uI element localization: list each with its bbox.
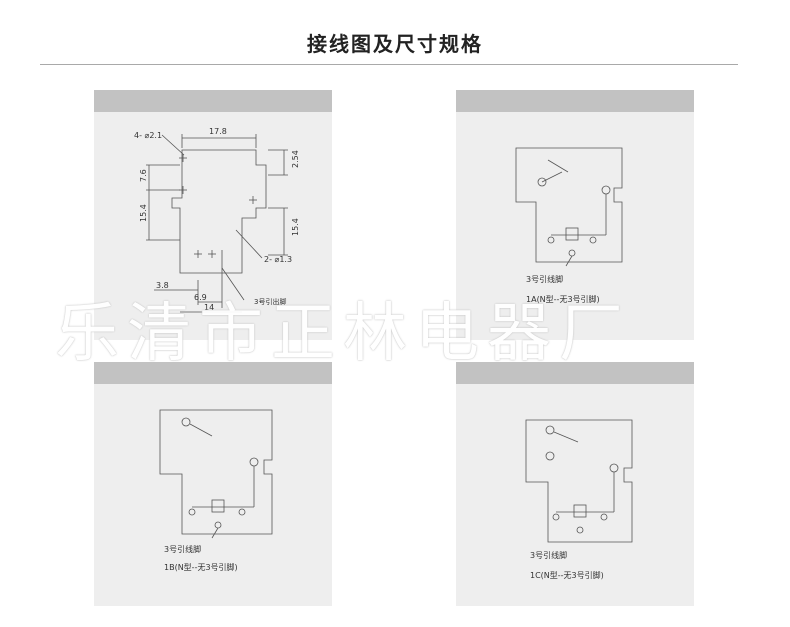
dim-pin3-label: 3号引出脚: [254, 297, 286, 306]
dimension-drawing: 4- ⌀2.1 17.8 7.6 15.4 2.54 15.4 2- ⌀1.3 …: [134, 127, 300, 313]
dim-15-4-right-label: 15.4: [291, 218, 300, 236]
dim-6-9-label: 6.9: [194, 293, 207, 302]
dim-7-6-label: 7.6: [139, 169, 148, 182]
title-divider: [40, 64, 738, 65]
dim-width-label: 17.8: [209, 127, 227, 136]
page-title: 接线图及尺寸规格: [307, 32, 483, 56]
dimension-panel: 4- ⌀2.1 17.8 7.6 15.4 2.54 15.4 2- ⌀1.3 …: [94, 90, 332, 340]
wiring-diagram-1b: 3号引线脚 1B(N型--无3号引脚): [159, 409, 273, 572]
wiring-diagram-1c: 3号引线脚 1C(N型--无3号引脚): [525, 419, 633, 580]
caption: 1B(N型--无3号引脚): [164, 562, 238, 572]
wiring-panel-1b: 3号引线脚 1B(N型--无3号引脚): [94, 362, 332, 606]
pin3-label: 3号引线脚: [164, 544, 201, 554]
dim-3-8-label: 3.8: [156, 281, 169, 290]
dim-pin-label: 2- ⌀1.3: [264, 255, 292, 264]
wiring-panel-1a: 3号引线脚 1A(N型--无3号引脚): [456, 90, 694, 340]
panel-header-bar: [94, 362, 332, 384]
caption: 1C(N型--无3号引脚): [530, 570, 604, 580]
dim-2-54-label: 2.54: [291, 150, 300, 168]
panel-header-bar: [94, 90, 332, 112]
pin3-label: 3号引线脚: [530, 550, 567, 560]
pin3-label: 3号引线脚: [526, 274, 563, 284]
caption: 1A(N型--无3号引脚): [526, 294, 600, 304]
dim-15-4-left-label: 15.4: [139, 204, 148, 222]
panel-header-bar: [456, 362, 694, 384]
dim-hole-label: 4- ⌀2.1: [134, 131, 162, 140]
wiring-diagram-1a: 3号引线脚 1A(N型--无3号引脚): [515, 147, 623, 304]
dim-14-label: 14: [204, 303, 214, 312]
panel-header-bar: [456, 90, 694, 112]
wiring-panel-1c: 3号引线脚 1C(N型--无3号引脚): [456, 362, 694, 606]
